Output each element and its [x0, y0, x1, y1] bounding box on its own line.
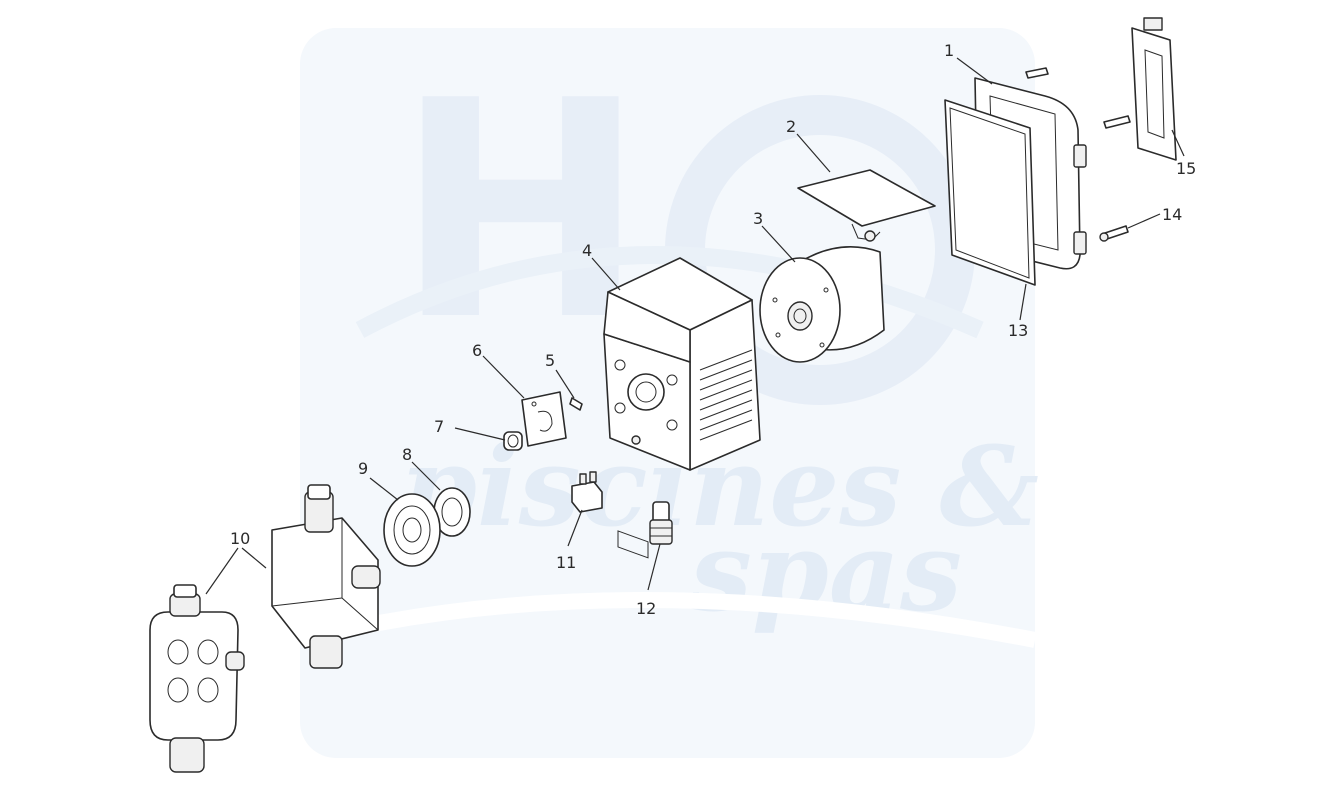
part-diaphragm-small — [433, 487, 471, 537]
callout-labels: 1 2 3 4 5 6 7 8 9 10 11 12 13 14 15 — [230, 41, 1196, 618]
callout-3: 3 — [753, 209, 763, 228]
callout-4: 4 — [582, 241, 592, 260]
part-diaphragm-large — [383, 493, 441, 567]
part-motor — [759, 246, 885, 363]
callout-2: 2 — [786, 117, 796, 136]
part-wall-bracket — [1025, 17, 1177, 161]
callout-6: 6 — [472, 341, 482, 360]
callout-7: 7 — [434, 417, 444, 436]
part-screw-14 — [1099, 225, 1129, 242]
callout-9: 9 — [358, 459, 368, 478]
part-screw-small — [569, 397, 583, 411]
callout-5: 5 — [545, 351, 555, 370]
part-valve-body — [149, 584, 245, 773]
callout-8: 8 — [402, 445, 412, 464]
callout-1: 1 — [944, 41, 954, 60]
callout-12: 12 — [636, 599, 656, 618]
part-circuit-board — [797, 169, 936, 242]
part-pump-head — [271, 484, 381, 669]
watermark-swoosh — [355, 246, 984, 339]
part-housing — [603, 257, 761, 559]
part-plate — [521, 391, 567, 447]
callout-13: 13 — [1008, 321, 1028, 340]
part-bushing — [503, 431, 523, 451]
leader-lines — [205, 57, 1185, 595]
part-switch — [571, 471, 603, 513]
callout-11: 11 — [556, 553, 576, 572]
callout-15: 15 — [1176, 159, 1196, 178]
part-fitting — [649, 501, 673, 545]
callout-14: 14 — [1162, 205, 1182, 224]
callout-10: 10 — [230, 529, 250, 548]
part-gasket — [944, 99, 1036, 286]
